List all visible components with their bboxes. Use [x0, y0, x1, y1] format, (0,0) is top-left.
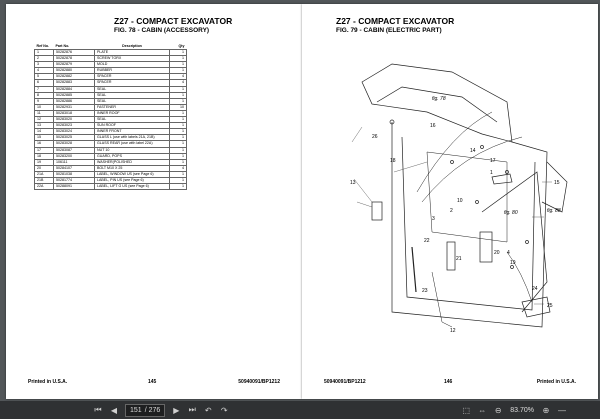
footer-printed: Printed in U.S.A. [28, 379, 68, 385]
footer-page-number: 145 [148, 379, 157, 385]
footer-doc-number: 50940091/BP1212 [324, 379, 366, 385]
callout-4: 4 [507, 250, 510, 256]
current-page-input[interactable]: 151 [130, 406, 142, 414]
zoom-out-icon[interactable]: ⊖ [494, 405, 502, 415]
figure-caption: FIG. 79 - CABIN (ELECTRIC PART) [336, 27, 442, 34]
last-page-icon[interactable]: ⏭ [188, 405, 196, 414]
total-pages-label: / 276 [144, 406, 161, 414]
callout-10: 10 [457, 198, 463, 204]
prev-page-icon[interactable]: ◀ [110, 405, 118, 415]
callout-3: 3 [432, 216, 435, 222]
description-cell: LABEL, LIFT G US (see Page 6) [94, 183, 170, 191]
callout-15: 15 [554, 180, 560, 186]
callout-14: 14 [470, 148, 476, 154]
zoom-slider-icon[interactable]: — [558, 405, 566, 415]
callout-fig88: fig. 88 [547, 208, 561, 214]
ref-cell: 22A [34, 183, 54, 191]
callout-20: 20 [494, 250, 500, 256]
callout-17: 17 [490, 158, 496, 164]
callout-12: 12 [450, 328, 456, 334]
callout-19: 19 [510, 260, 516, 266]
footer-printed: Printed in U.S.A. [536, 379, 576, 385]
header-ref: Ref No. [36, 44, 50, 48]
next-page-icon[interactable]: ▶ [173, 405, 180, 415]
callout-fig78: fig. 78 [432, 96, 446, 102]
callout-16: 16 [430, 123, 436, 129]
header-description: Description [122, 44, 142, 48]
callout-22: 22 [424, 238, 430, 244]
part-number-cell: 50288091 [53, 183, 95, 191]
callout-2: 2 [450, 208, 453, 214]
page-title: Z27 - COMPACT EXCAVATOR [336, 16, 455, 26]
callout-13: 13 [350, 180, 356, 186]
fit-page-icon[interactable]: ⬚ [462, 405, 471, 415]
footer-doc-number: 50940091/BP1212 [238, 379, 280, 385]
viewer-toolbar: ⏮ ◀ 151 / 276 ▶ ⏭ ↶ ↷ ⬚ ⇔ ⊖ 83.70% ⊕ — [0, 401, 600, 419]
figure-caption: FIG. 78 - CABIN (ACCESSORY) [114, 27, 210, 34]
page-146: Z27 - COMPACT EXCAVATOR FIG. 79 - CABIN … [302, 4, 598, 399]
footer-page-number: 146 [444, 379, 453, 385]
zoom-level[interactable]: 83.70% [510, 406, 534, 414]
page-number-field[interactable]: 151 / 276 [125, 403, 166, 417]
callout-fig80: fig. 80 [504, 210, 518, 216]
exploded-view-drawing: 26 16 13 18 14 17 1 10 2 3 22 21 23 12 1… [350, 63, 568, 334]
page-145: Z27 - COMPACT EXCAVATOR FIG. 78 - CABIN … [6, 4, 302, 399]
table-header-row: Ref No. Part No. Description Qty [35, 44, 187, 50]
zoom-in-icon[interactable]: ⊕ [542, 405, 550, 415]
callout-24: 24 [532, 286, 538, 292]
pdf-viewer[interactable]: Z27 - COMPACT EXCAVATOR FIG. 78 - CABIN … [0, 0, 600, 401]
back-icon[interactable]: ↶ [204, 405, 212, 415]
callout-25: 25 [547, 303, 553, 309]
first-page-icon[interactable]: ⏮ [94, 405, 102, 414]
callout-26: 26 [372, 134, 378, 140]
cabin-electric-diagram: 26 16 13 18 14 17 1 10 2 3 22 21 23 12 1… [332, 42, 582, 342]
header-part-no: Part No. [55, 44, 70, 48]
callout-1: 1 [490, 170, 493, 176]
callout-18: 18 [390, 158, 396, 164]
callout-23: 23 [422, 288, 428, 294]
fit-width-icon[interactable]: ⇔ [478, 405, 487, 415]
forward-icon[interactable]: ↷ [220, 405, 228, 415]
qty-cell: 1 [169, 183, 187, 191]
header-qty: Qty [178, 44, 185, 48]
callout-21: 21 [456, 256, 462, 262]
page-title: Z27 - COMPACT EXCAVATOR [114, 16, 233, 26]
